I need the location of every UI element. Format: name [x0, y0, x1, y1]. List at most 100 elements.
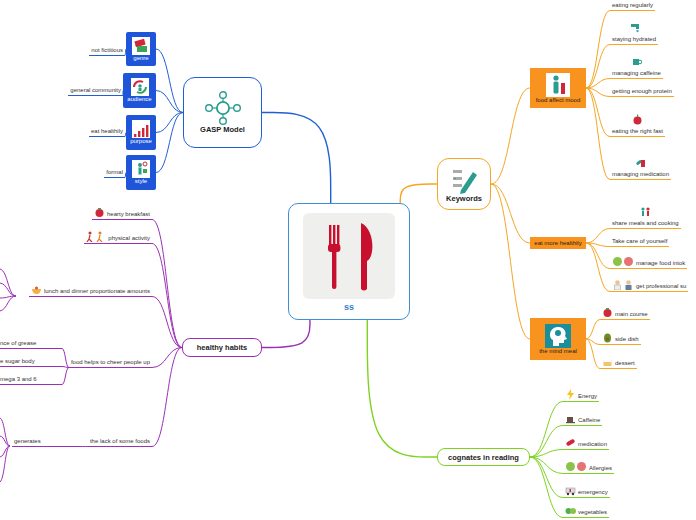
node-text: dessert	[615, 360, 635, 367]
topic-label: share meals and cooking	[610, 206, 681, 229]
topic-label: eat healthily	[89, 128, 125, 137]
branch-stub	[0, 446, 10, 482]
main-topic: healthy habits	[182, 338, 262, 357]
pill-icon	[565, 437, 576, 448]
node-text: eating the right fast	[612, 128, 663, 135]
branch-connector	[586, 243, 610, 292]
node-text: cognates in reading	[448, 453, 519, 462]
topic-label: Energy	[563, 389, 599, 402]
branch-connector	[586, 11, 610, 89]
branch-connector	[400, 184, 437, 203]
node-text: Caffeine	[578, 417, 600, 424]
node-text: medication	[578, 441, 607, 448]
topic-label: eating the right fast	[610, 114, 665, 137]
ambulance-icon	[565, 485, 576, 496]
node-text: GASP Model	[200, 125, 245, 134]
branch-connector	[156, 49, 183, 113]
branch-connector	[156, 91, 183, 113]
hub-icon	[201, 91, 245, 125]
main-topic: Keywords	[437, 158, 491, 210]
topic-label: eating regularly	[610, 2, 655, 11]
branch-connector	[62, 368, 69, 385]
node-text: general community	[70, 87, 121, 94]
topic-label: formal	[104, 169, 125, 178]
node-text: eat more healthily	[534, 240, 581, 247]
topic-label: food helps to cheer people up	[69, 359, 152, 368]
branch-connector	[491, 184, 530, 243]
topic-label: manage food intok	[610, 256, 687, 269]
topic-label: medication	[563, 437, 609, 450]
branch-connector	[491, 184, 530, 339]
node-text: formal	[106, 169, 123, 176]
main-topic: cognates in reading	[437, 448, 530, 466]
node-text: manage food intok	[636, 260, 685, 267]
branch-stub	[0, 296, 16, 311]
audience-icon	[131, 78, 149, 96]
node-text: nce of grease	[0, 340, 36, 347]
topic-label: the lack of some foods	[88, 438, 152, 447]
runners-icon	[86, 231, 106, 242]
branch-connector	[491, 88, 530, 184]
node-text: vegetables	[578, 509, 607, 516]
node-text: Take care of yourself	[612, 238, 667, 245]
topic-label: mega 3 and 6	[0, 376, 62, 385]
cake-icon	[602, 356, 613, 367]
cup-icon	[631, 56, 642, 67]
berry-icon	[94, 207, 105, 218]
node-text: side dish	[615, 336, 639, 343]
veg-icon	[565, 505, 576, 516]
node-text: share meals and cooking	[612, 220, 679, 227]
topic-label: hearty breakfast	[92, 207, 152, 220]
topic-label: emergency	[563, 485, 610, 498]
node-text: emergency	[578, 489, 608, 496]
main-topic: GASP Model	[183, 77, 262, 148]
avocado-icon	[602, 332, 613, 343]
topic-label: Take care of yourself	[610, 238, 669, 247]
node-text: food affect mood	[536, 97, 581, 104]
node-text: eat healthily	[91, 128, 123, 135]
branch-connector	[530, 457, 563, 498]
node-text: the lack of some foods	[90, 438, 150, 445]
purpose-icon	[132, 120, 150, 138]
branch-connector	[586, 45, 610, 89]
topic-label: generates	[12, 438, 80, 447]
branch-connector	[586, 229, 610, 244]
topic-label: lunch and dinner proportionate amounts	[29, 284, 152, 297]
node-text: Keywords	[446, 194, 482, 203]
topic-label: main course	[600, 307, 650, 320]
branch-connector	[80, 446, 88, 447]
topic-label: dessert	[600, 356, 637, 369]
branch-connector	[156, 113, 183, 173]
branch-connector	[367, 320, 437, 457]
branch-connector	[152, 220, 182, 348]
node-text: healthy habits	[197, 343, 247, 352]
topic-label: managing caffeine	[610, 56, 663, 79]
branch-connector	[530, 402, 563, 458]
style-icon	[132, 160, 150, 178]
node-text: staying hydrated	[612, 36, 656, 43]
node-text: main course	[615, 311, 648, 318]
faces-icon	[612, 256, 634, 267]
branch-stub	[0, 418, 10, 446]
node-text: managing medication	[612, 171, 669, 178]
topic-label: Caffeine	[563, 413, 602, 426]
branch-connector	[586, 88, 610, 137]
topic-label: get professional su	[610, 279, 688, 292]
node-text: not fictitious	[91, 47, 123, 54]
bowl-icon	[31, 284, 42, 295]
branch-connector	[586, 88, 610, 180]
pills-icon	[635, 157, 646, 168]
node-text: physical activity	[108, 235, 150, 242]
topic-label: Allergies	[563, 461, 614, 474]
faucet-icon	[629, 22, 640, 33]
branch-connector	[530, 450, 563, 458]
branch-connector	[62, 367, 69, 368]
branch-connector	[262, 320, 310, 348]
branch-connector	[586, 79, 610, 89]
topic-label: physical activity	[84, 231, 152, 244]
topic-label: e sugar body	[0, 358, 62, 367]
topic-label: side dish	[600, 332, 641, 345]
node-text: ss	[344, 302, 354, 313]
branch-connector	[152, 244, 182, 348]
